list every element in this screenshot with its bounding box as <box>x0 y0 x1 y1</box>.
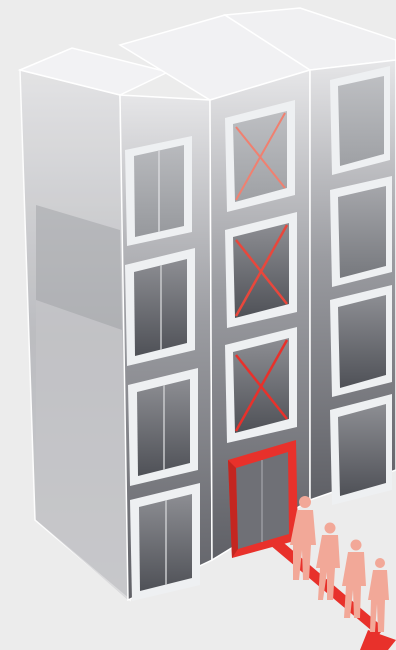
door-middle-floor-1-active <box>228 440 298 558</box>
door-left-floor-2 <box>128 368 198 486</box>
person-4 <box>368 558 389 632</box>
door-right-floor-3 <box>330 176 392 287</box>
door-middle-floor-3-out-of-service <box>225 212 297 328</box>
door-left-floor-4 <box>125 136 192 246</box>
door-right-floor-4 <box>330 66 390 175</box>
door-middle-floor-4-out-of-service <box>225 100 295 212</box>
door-middle-floor-2-out-of-service <box>225 327 297 443</box>
door-left-floor-3 <box>125 248 195 366</box>
person-3 <box>342 540 366 619</box>
door-left-floor-1 <box>130 483 200 601</box>
door-right-floor-2 <box>330 285 392 397</box>
door-right-floor-1 <box>330 394 392 505</box>
